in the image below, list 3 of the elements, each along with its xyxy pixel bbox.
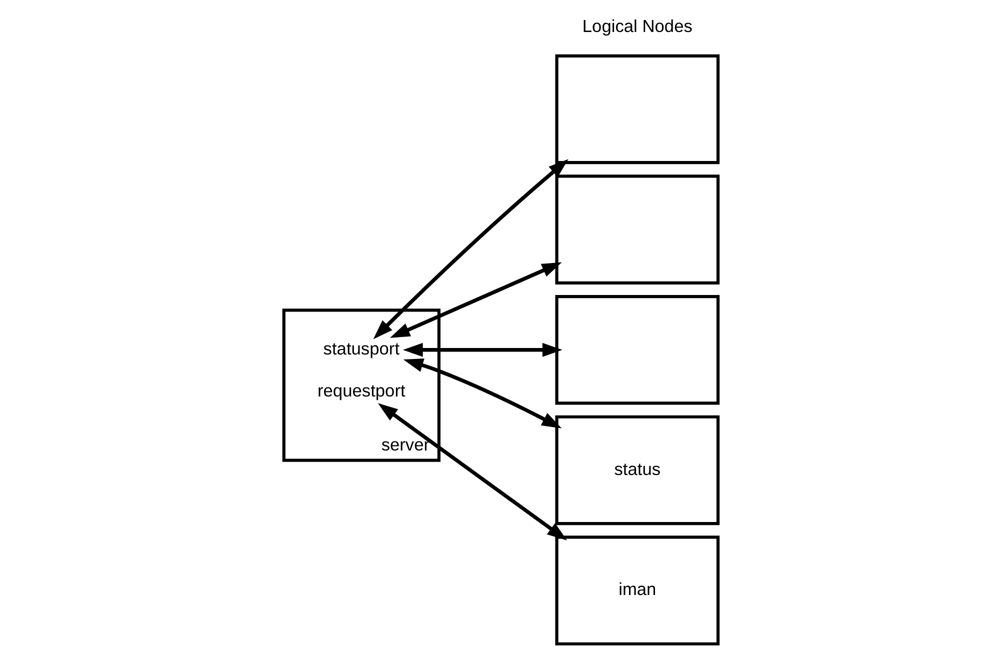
node-text: requestport xyxy=(317,380,405,401)
label: Logical Nodes xyxy=(582,16,692,36)
node-text: statusport xyxy=(322,338,400,358)
